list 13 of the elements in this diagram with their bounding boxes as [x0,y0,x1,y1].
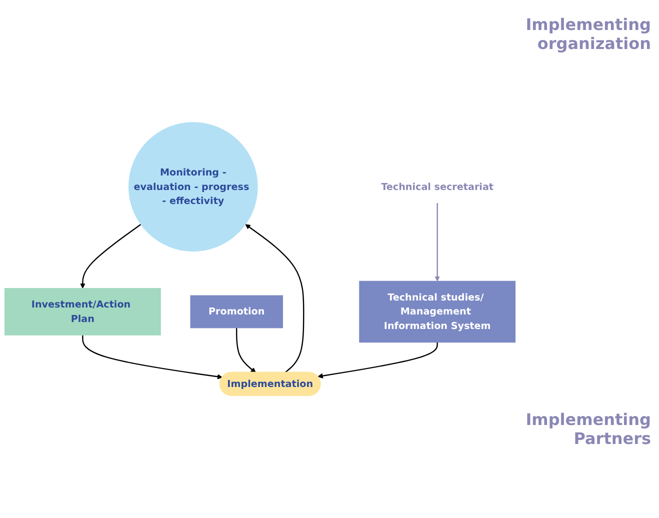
node-circle: Monitoring -evaluation - progress - effectivity [128,122,258,252]
arrow [434,202,440,282]
node-box: Promotion [190,295,283,328]
arrow [236,328,256,373]
zone-label: Implementing Partners [524,410,651,448]
node-box: Technical studies/ Management Information System [359,280,516,343]
node-box: Investment/Action Plan [4,288,161,336]
arrow [318,342,438,378]
arrow [245,224,304,373]
arrow [82,335,223,380]
arrow [80,224,142,289]
zone-label: Implementing organization [524,15,651,53]
node-text: Technical secretariat [381,180,494,192]
